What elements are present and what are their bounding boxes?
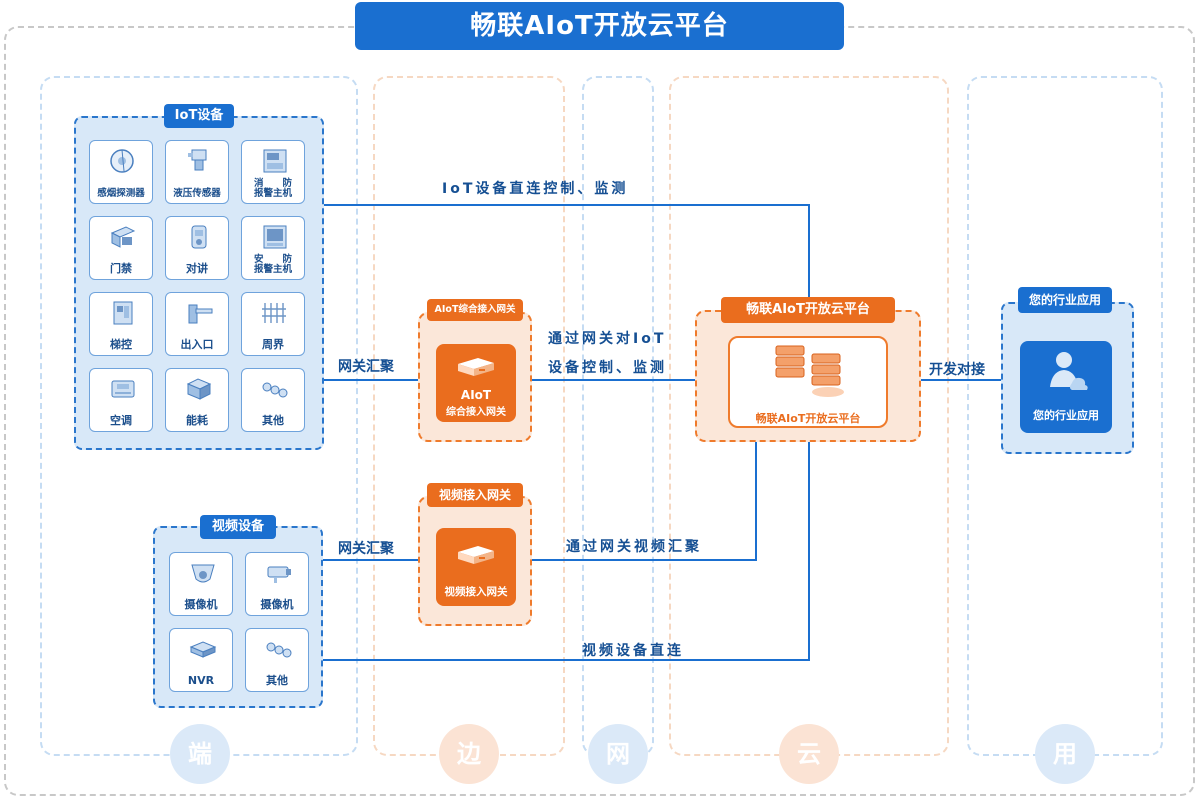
iot-device-tile-label: 其他	[262, 414, 284, 427]
smoke-detector-icon	[110, 149, 134, 173]
label-gateway-aggregation-2: 网关汇聚	[338, 541, 394, 557]
line-cloud-to-app	[920, 379, 1002, 381]
iot-device-tile-label: 梯控	[110, 338, 132, 351]
iot-group-title: IoT设备	[164, 104, 234, 128]
gateway-device-icon	[458, 546, 494, 564]
iot-device-tile[interactable]: 梯控	[89, 292, 153, 356]
iot-device-tile-label: 周界	[262, 338, 284, 351]
iot-device-tile-label: 能耗	[186, 414, 208, 427]
other-devices-icon	[266, 642, 292, 658]
column-label-cloud: 云	[779, 724, 839, 784]
iot-device-tile-label: 安 防 报警主机	[253, 254, 292, 275]
other-devices-icon	[262, 382, 288, 398]
iot-device-tile[interactable]: 能耗	[165, 368, 229, 432]
video-device-tile[interactable]: 摄像机	[245, 552, 309, 616]
line-iot-to-aiot-gateway	[322, 379, 420, 381]
label-gateway-control-line2: 设备控制、监测	[548, 360, 667, 376]
aiot-gateway-title: AIoT综合接入网关	[427, 299, 523, 321]
perimeter-fence-icon	[262, 303, 286, 323]
iot-device-tile-label: 液压传感器	[173, 188, 221, 199]
nvr-icon	[189, 641, 217, 658]
line-iot-direct	[322, 204, 810, 206]
label-gateway-control-line1: 通过网关对IoT	[548, 331, 667, 347]
column-label-network: 网	[588, 724, 648, 784]
video-device-tile[interactable]: NVR	[169, 628, 233, 692]
bullet-camera-icon	[267, 566, 291, 583]
video-device-tile[interactable]: 摄像机	[169, 552, 233, 616]
fire-alarm-host-icon	[263, 149, 287, 173]
column-label-edge: 边	[439, 724, 499, 784]
barrier-gate-icon	[188, 304, 213, 324]
iot-device-tile-label: 对讲	[186, 262, 208, 275]
line-aiot-gateway-to-cloud	[530, 379, 697, 381]
iot-device-tile[interactable]: 出入口	[165, 292, 229, 356]
aiot-gateway-inner-line1: AIoT	[460, 388, 492, 402]
industry-app-title: 您的行业应用	[1018, 287, 1112, 313]
line-video-direct-rise	[808, 440, 810, 661]
cloud-platform-inner-label: 畅联AIoT开放云平台	[755, 412, 861, 425]
label-gateway-aggregation-1: 网关汇聚	[338, 359, 394, 375]
server-cluster-icon	[775, 345, 844, 397]
video-device-tile-label: NVR	[187, 674, 215, 687]
gateway-device-icon	[458, 358, 494, 376]
line-video-direct	[322, 659, 810, 661]
video-device-tile-label: 摄像机	[184, 598, 218, 611]
column-label-end: 端	[170, 724, 230, 784]
label-video-direct: 视频设备直连	[582, 643, 684, 659]
video-device-tile-label: 其他	[266, 674, 288, 687]
iot-device-tile-label: 感烟探测器	[97, 188, 145, 199]
elevator-control-icon	[113, 301, 133, 325]
label-video-via-gateway: 通过网关视频汇聚	[566, 539, 702, 555]
iot-device-tile-label: 门禁	[110, 262, 132, 275]
label-iot-direct: IoT设备直连控制、监测	[442, 181, 629, 197]
industry-app-inner: 您的行业应用	[1020, 341, 1112, 433]
video-gateway-inner: 视频接入网关	[436, 528, 516, 606]
cloud-platform-inner: 畅联AIoT开放云平台	[728, 336, 888, 428]
access-control-icon	[110, 226, 136, 248]
iot-device-tile[interactable]: 安 防 报警主机	[241, 216, 305, 280]
aiot-gateway-inner: AIoT 综合接入网关	[436, 344, 516, 422]
iot-device-tile-label: 出入口	[180, 338, 214, 351]
label-dev-integration: 开发对接	[929, 362, 985, 378]
iot-device-tile[interactable]: 消 防 报警主机	[241, 140, 305, 204]
intercom-icon	[191, 225, 207, 249]
dome-camera-icon	[191, 564, 215, 583]
energy-meter-icon	[186, 378, 212, 400]
iot-device-tile-label: 空调	[110, 414, 132, 427]
security-alarm-host-icon	[263, 225, 287, 249]
line-video-to-gateway	[322, 559, 420, 561]
iot-device-tile[interactable]: 感烟探测器	[89, 140, 153, 204]
video-group-title: 视频设备	[200, 515, 276, 539]
cloud-platform-title: 畅联AIoT开放云平台	[721, 297, 895, 323]
line-video-gateway-rise	[755, 440, 757, 561]
iot-device-tile[interactable]: 液压传感器	[165, 140, 229, 204]
video-gateway-title: 视频接入网关	[427, 483, 523, 507]
iot-device-tile[interactable]: 周界	[241, 292, 305, 356]
user-icon	[1050, 352, 1088, 390]
video-gateway-inner-label: 视频接入网关	[444, 586, 508, 598]
iot-device-tile-label: 消 防 报警主机	[253, 178, 292, 199]
iot-device-tile[interactable]: 其他	[241, 368, 305, 432]
iot-device-tile[interactable]: 门禁	[89, 216, 153, 280]
iot-device-tile[interactable]: 空调	[89, 368, 153, 432]
iot-device-tile[interactable]: 对讲	[165, 216, 229, 280]
page-title: 畅联AIoT开放云平台	[355, 2, 844, 50]
line-video-gateway-to-cloud	[530, 559, 757, 561]
line-iot-direct-drop	[808, 204, 810, 300]
aiot-gateway-inner-line2: 综合接入网关	[446, 407, 506, 418]
video-device-tile-label: 摄像机	[260, 598, 294, 611]
industry-app-inner-label: 您的行业应用	[1033, 409, 1099, 422]
video-device-tile[interactable]: 其他	[245, 628, 309, 692]
hydraulic-sensor-icon	[188, 149, 207, 171]
air-conditioner-icon	[111, 380, 135, 398]
column-label-use: 用	[1035, 724, 1095, 784]
